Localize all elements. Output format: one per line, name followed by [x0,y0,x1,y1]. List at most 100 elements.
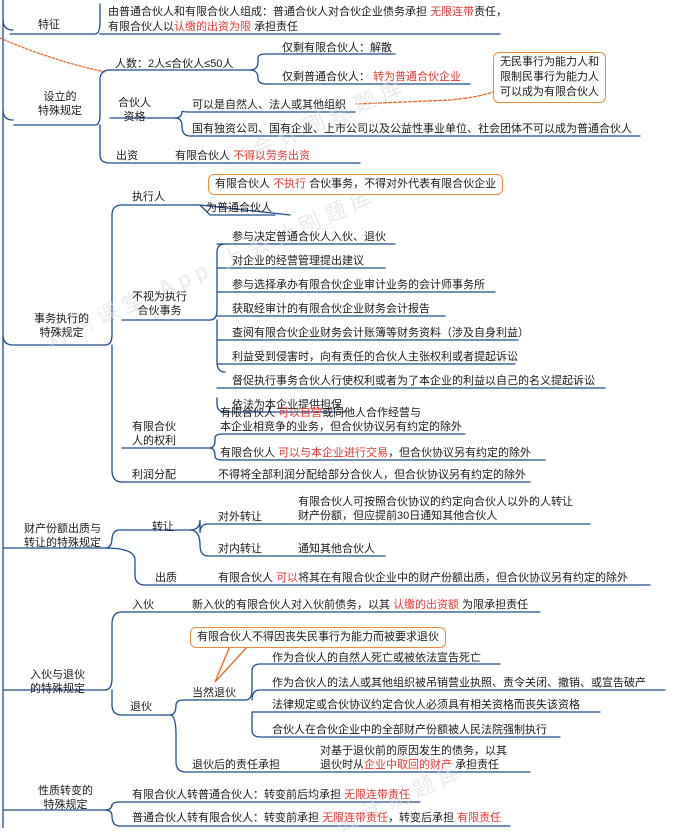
label: 有限合伙 [132,421,176,433]
label: 特殊规定 [38,105,82,117]
zige-node: 合伙人 资格 [118,96,151,124]
label: 人的权利 [132,435,176,447]
list-item: 利益受到侵害时，向有责任的合伙人主张权利或者提起诉讼 [232,351,518,363]
highlight: 无限连带责任 [322,812,389,824]
label: 不视为执行 [132,291,187,303]
text: 合伙事务，不得对外代表有限合伙企业 [309,178,497,190]
text: 有限合伙人 [218,572,273,584]
label: 合伙事务 [137,305,182,317]
label: 财产份额出质与 [24,523,101,535]
highlight: 不得以劳务出资 [233,150,311,162]
text: 有限合伙人以 [108,21,174,33]
text: 责任， [474,6,508,18]
list-item: 作为合伙人的自然人死亡或被依法宣告死亡 [272,652,481,664]
text: 本企业相竞争的业务，但合伙协议另有约定的除外 [220,421,462,433]
quanli-b: 有限合伙人 可以与本企业进行交易，但合伙协议另有约定的除外 [220,446,531,460]
lirun-a: 不得将全部利润分配给部分合伙人，但合伙协议另有约定的除外 [218,469,526,481]
text: 仅剩普通合伙人： [282,71,370,83]
highlight: 可以与本企业进行交易 [278,447,389,459]
text: 承担责任 [254,21,299,33]
text: 承担责任 [455,759,500,771]
section-caichan: 财产份额出质与 转让的特殊规定 [24,522,101,550]
label: 可以成为有限合伙人 [500,86,599,98]
text: 普通合伙人转有限合伙人：转变前承担 [132,812,319,824]
ruhuo-node: 入伙 [132,599,154,611]
duiwai-a: 有限合伙人可按照合伙协议的约定向合伙人以外的人转让 财产份额，但应提前30日通知… [298,495,573,523]
tuihuo-node: 退伙 [130,701,152,713]
duinei-node: 对内转让 [218,543,262,555]
text: 新入伙的有限合伙人对入伙前债务，以其 [192,599,390,611]
label: 入伙与退伙 [30,669,85,681]
renshu-a: 仅剩有限合伙人：解散 [282,42,392,54]
bushi-node: 不视为执行 合伙事务 [132,290,187,318]
renshu-b: 仅剩普通合伙人： 转为普通合伙企业 [282,70,461,84]
highlight: 无限连带 [430,6,475,18]
text: 有限合伙人可按照合伙协议的约定向合伙人以外的人转让 [298,496,573,508]
xingzhi-a: 有限合伙人转普通合伙人：转变前后均承担 无限连带责任 [132,788,410,802]
zeren-a: 对基于退伙前的原因发生的债务，以其 退伙时从企业中取回的财产 承担责任 [320,744,507,772]
xingzhi-b: 普通合伙人转有限合伙人：转变前承担 无限连带责任，转变后承担 有限责任 [132,811,501,825]
zeren-node: 退伙后的责任承担 [192,759,280,771]
section-xingzhi: 性质转变的 特殊规定 [38,784,93,812]
list-item: 参与选择承办有限合伙企业审计业务的会计师事务所 [232,279,485,291]
label: 设立的 [43,91,77,103]
duiwai-node: 对外转让 [218,511,262,523]
text: 将其在有限合伙企业中的财产份额出质，但合伙协议另有约定的除外 [298,572,629,584]
label: 转让的特殊规定 [24,537,101,549]
text: 对基于退伙前的原因发生的债务，以其 [320,745,507,757]
section-ruhuo: 入伙与退伙 的特殊规定 [30,668,85,696]
zige-a: 可以是自然人、法人或其他组织 [192,99,346,111]
highlight: 转为普通合伙企业 [373,71,462,83]
highlight: 可以 [276,572,299,584]
text: 有限合伙人 [175,150,230,162]
list-item: 督促执行事务合伙人行使权利或者为了本企业的利益以自己的名义提起诉讼 [232,375,595,387]
label: 限制民事行为能力人 [500,71,599,83]
text: ，转变后承担 [388,812,455,824]
label: 性质转变的 [38,785,93,797]
text: 或同他人合作经营与 [322,407,422,419]
quanli-a: 有限合伙人 可以自营或同他人合作经营与 本企业相竞争的业务，但合伙协议另有约定的… [220,406,462,434]
highlight: 认缴的出资为限 [174,21,251,33]
list-item: 对企业的经营管理提出建议 [232,255,364,267]
renshu-node: 人数：2人≤合伙人≤50人 [115,58,234,70]
list-item: 依法为本企业提供担保 [232,399,342,411]
text: 由普通合伙人和有限合伙人组成：普通合伙人对合伙企业债务承担 [108,6,427,18]
list-item: 作为合伙人的法人或其他组织被吊销营业执照、责令关闭、撤销、或宣告破产 [272,677,646,689]
section-tezheng: 特征 [38,19,60,31]
label: 无民事行为能力人和 [500,56,599,68]
quanli-node: 有限合伙 人的权利 [132,420,176,448]
list-item: 合伙人在合伙企业中的全部财产份额被人民法院强制执行 [272,724,547,736]
lirun-node: 利润分配 [132,469,176,481]
text: 有限合伙人 [220,407,275,419]
text: ，但合伙协议另有约定的除外 [388,447,532,459]
callout-xianzhi: 无民事行为能力人和 限制民事行为能力人 可以成为有限合伙人 [493,52,606,103]
list-item: 获取经审计的有限合伙企业财务会计报告 [232,303,430,315]
highlight: 无限连带责任 [344,789,411,801]
text: 有限合伙人转普通合伙人：转变前后均承担 [132,789,341,801]
duinei-a: 通知其他合伙人 [298,543,375,555]
chuzi-node: 出资 [116,150,138,162]
label: 资格 [123,111,146,123]
chuzhi-node: 出质 [155,572,177,584]
chuzi-a: 有限合伙人 不得以劳务出资 [175,149,310,163]
highlight: 可以自营 [278,407,323,419]
text: 有限合伙人 [215,178,270,190]
list-item: 查阅有限合伙企业财务会计账簿等财务资料（涉及自身利益） [232,327,529,339]
label: 的特殊规定 [30,683,85,695]
zhuanrang-node: 转让 [152,521,174,533]
label: 事务执行的 [34,313,89,325]
text: 退伙时从 [320,759,364,771]
label: 合伙人 [118,97,151,109]
text: 为限承担责任 [462,599,529,611]
text: 财产份额，但应提前30日通知其他合伙人 [298,510,498,522]
tezheng-line2: 有限合伙人以认缴的出资为限 承担责任 [108,20,298,34]
ruhuo-a: 新入伙的有限合伙人对入伙前债务，以其 认缴的出资额 为限承担责任 [192,598,528,612]
tezheng-line1: 由普通合伙人和有限合伙人组成：普通合伙人对合伙企业债务承担 无限连带责任， [108,5,507,19]
label: 特殊规定 [43,799,88,811]
zhixing-a: 为普通合伙人 [206,202,272,214]
label: 特殊规定 [39,327,84,339]
callout-zhixing: 有限合伙人 不执行 合伙事务，不得对外代表有限合伙企业 [208,174,504,195]
zige-b: 国有独资公司、国有企业、上市公司以及公益性事业单位、社会团体不可以成为普通合伙人 [192,123,632,135]
highlight: 企业中取回的财产 [364,759,452,771]
